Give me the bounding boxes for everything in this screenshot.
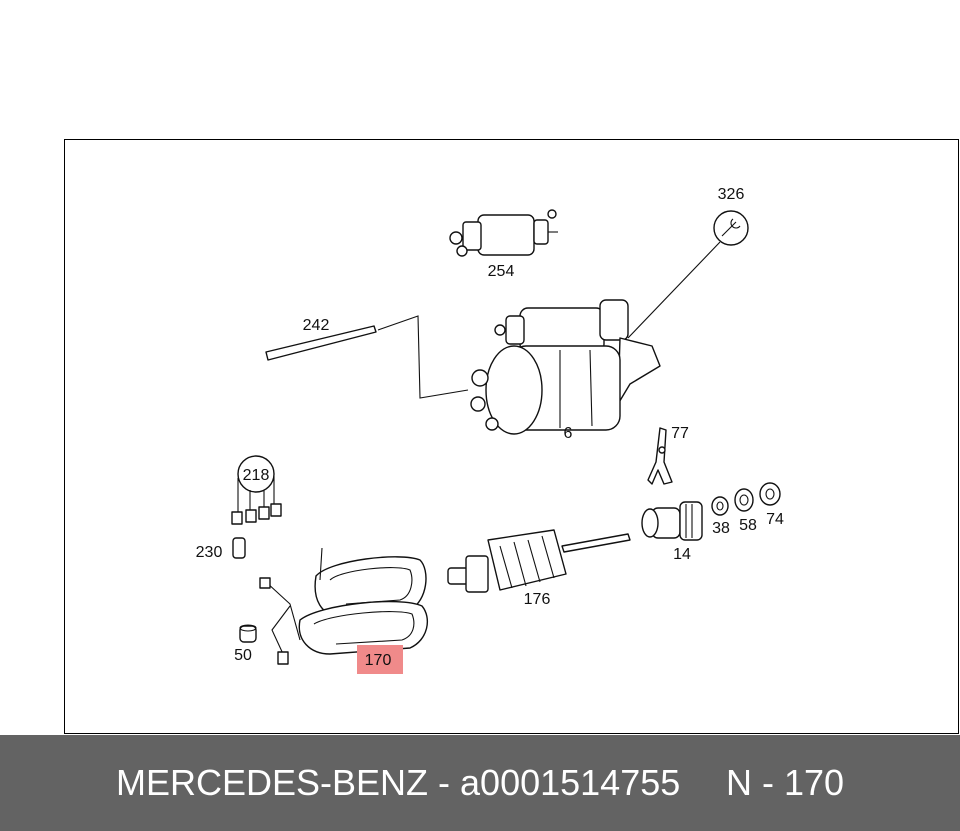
callout-326[interactable]: 326 <box>718 186 745 203</box>
callout-58[interactable]: 58 <box>739 517 757 534</box>
bolt-242 <box>265 315 469 399</box>
spring-230 <box>232 537 246 559</box>
brush-set-218 <box>231 455 282 525</box>
callout-242[interactable]: 242 <box>303 317 330 334</box>
callout-74[interactable]: 74 <box>766 511 784 528</box>
field-winding-170 <box>259 547 429 665</box>
ring-58 <box>734 488 754 512</box>
solenoid-254 <box>449 209 558 257</box>
fork-lever-77 <box>647 427 673 485</box>
brand-part-number: MERCEDES-BENZ - a0001514755 <box>116 762 681 803</box>
callout-14[interactable]: 14 <box>673 546 691 563</box>
callout-254[interactable]: 254 <box>488 263 515 280</box>
ring-74 <box>759 482 781 506</box>
callout-50[interactable]: 50 <box>234 647 252 664</box>
callout-6[interactable]: 6 <box>564 425 573 442</box>
starter-motor-6 <box>470 299 661 435</box>
callout-230[interactable]: 230 <box>196 544 223 561</box>
callout-170[interactable]: 170 <box>365 652 392 669</box>
callout-77[interactable]: 77 <box>671 425 689 442</box>
position-code: N - 170 <box>726 762 845 803</box>
callout-38[interactable]: 38 <box>712 520 730 537</box>
armature-176 <box>447 529 631 593</box>
ring-38 <box>711 496 729 516</box>
callout-218[interactable]: 218 <box>243 467 270 484</box>
callout-highlight-170 <box>357 645 403 674</box>
tool-symbol-326 <box>627 210 749 339</box>
pinion-14 <box>641 501 703 541</box>
bushing-50 <box>239 624 257 643</box>
footer-bar: MERCEDES-BENZ - a0001514755 N - 170 <box>0 735 960 831</box>
callout-176[interactable]: 176 <box>524 591 551 608</box>
